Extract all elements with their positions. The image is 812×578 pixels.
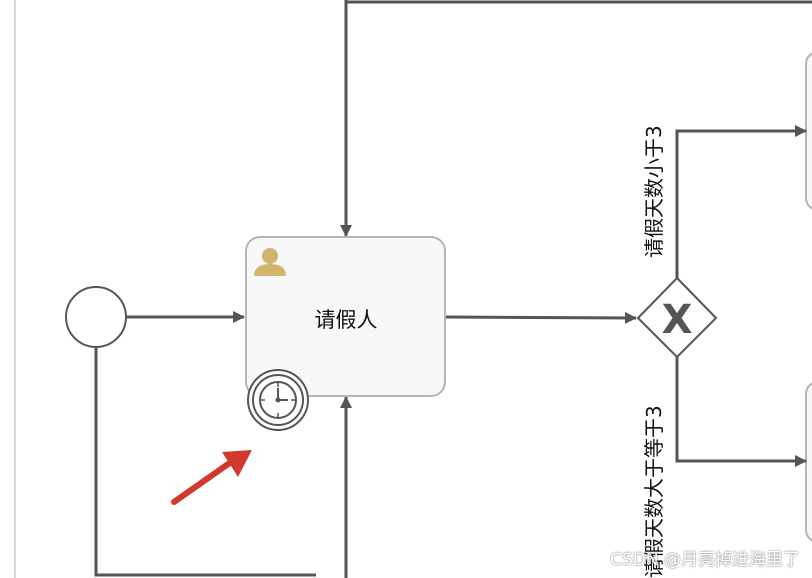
task-label: 请假人 bbox=[315, 308, 378, 332]
flow-upper-label: 请假天数小于3 bbox=[642, 125, 666, 258]
timer-icon[interactable] bbox=[247, 369, 309, 431]
red-arrow-icon bbox=[171, 450, 252, 505]
gateway-x-icon: X bbox=[662, 297, 693, 343]
start-down-flow[interactable] bbox=[94, 347, 316, 577]
lower-next-task[interactable] bbox=[805, 382, 812, 542]
upper-next-task[interactable] bbox=[805, 52, 812, 210]
gateway-upper-flow[interactable] bbox=[675, 125, 807, 278]
user-task[interactable]: 请假人 bbox=[245, 236, 446, 397]
watermark: CSDN @月亮掉进海里了 bbox=[610, 550, 800, 570]
start-event[interactable] bbox=[65, 286, 127, 348]
exclusive-gateway[interactable]: X bbox=[636, 276, 718, 359]
user-icon bbox=[254, 248, 286, 276]
gateway-lower-flow[interactable] bbox=[675, 357, 807, 467]
task-to-gateway-flow[interactable] bbox=[445, 311, 637, 324]
flow-lower-label: 请假天数大于等于3 bbox=[642, 405, 666, 578]
